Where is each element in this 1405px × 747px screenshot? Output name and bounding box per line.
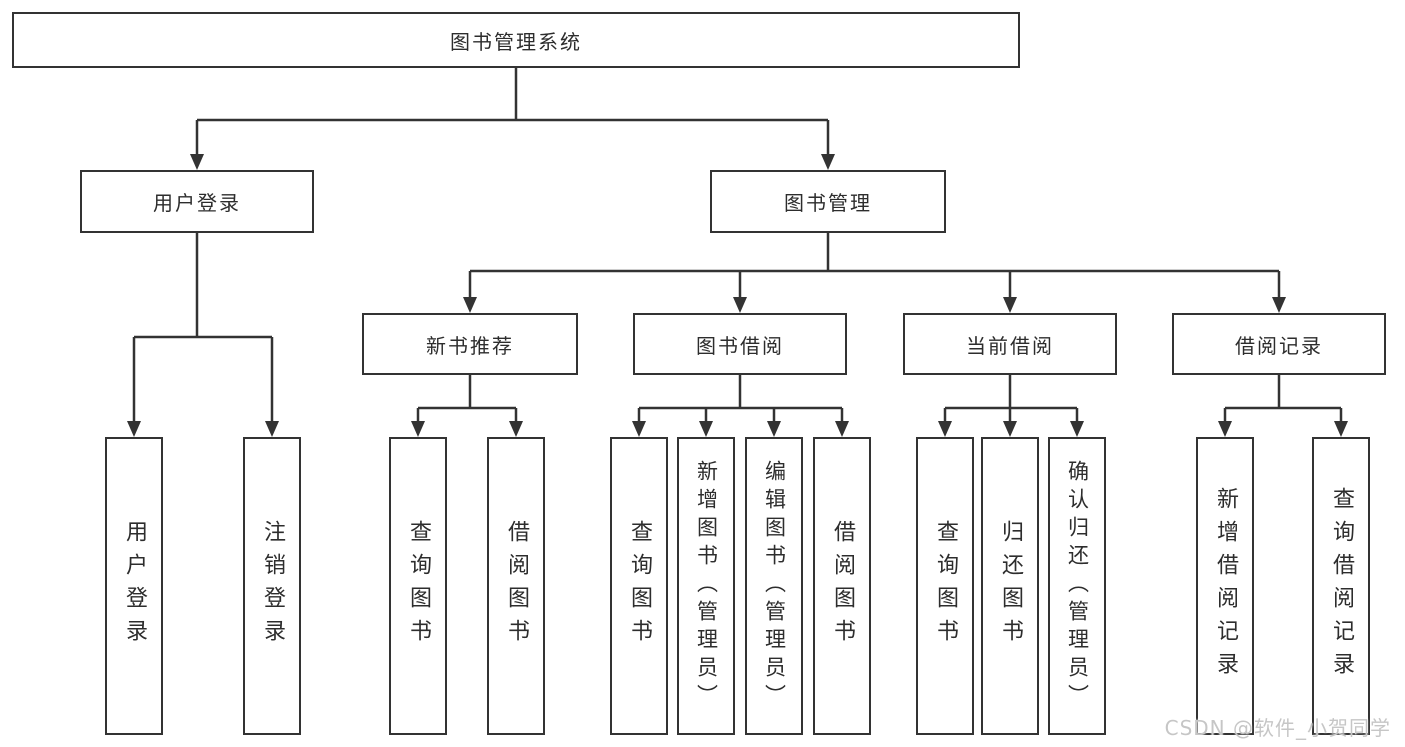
leaf-logout: 注销登录 <box>243 437 301 735</box>
node-user-login: 用户登录 <box>80 170 314 233</box>
leaf-borrow-books: 借阅图书 <box>813 437 871 735</box>
leaf-add-borrow-record: 新增借阅记录 <box>1196 437 1254 735</box>
leaf-user-login: 用户登录 <box>105 437 163 735</box>
node-new-book-recommendation: 新书推荐 <box>362 313 578 375</box>
leaf-return-book: 归还图书 <box>981 437 1039 735</box>
leaf-edit-book-admin: 编辑图书（管理员） <box>745 437 803 735</box>
node-book-borrowing: 图书借阅 <box>633 313 847 375</box>
leaf-add-book-admin: 新增图书（管理员） <box>677 437 735 735</box>
csdn-watermark: CSDN @软件_小贺同学 <box>1164 716 1391 740</box>
leaf-confirm-return-admin: 确认归还（管理员） <box>1048 437 1106 735</box>
node-borrowing-records: 借阅记录 <box>1172 313 1386 375</box>
node-book-management: 图书管理 <box>710 170 946 233</box>
leaf-query-books: 查询图书 <box>389 437 447 735</box>
leaf-query-books: 查询图书 <box>610 437 668 735</box>
leaf-borrow-books: 借阅图书 <box>487 437 545 735</box>
leaf-query-borrow-record: 查询借阅记录 <box>1312 437 1370 735</box>
node-current-borrowing: 当前借阅 <box>903 313 1117 375</box>
leaf-query-books: 查询图书 <box>916 437 974 735</box>
node-library-management-system: 图书管理系统 <box>12 12 1020 68</box>
